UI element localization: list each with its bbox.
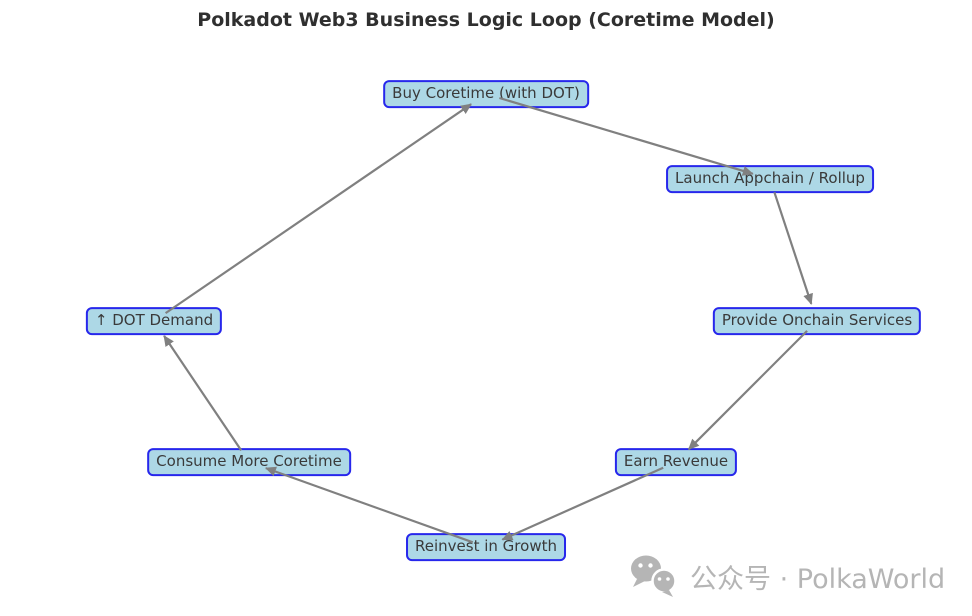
node-consume-coretime: Consume More Coretime <box>147 448 351 476</box>
edge-launch-appchain-to-provide-services <box>773 191 813 305</box>
edge-reinvest-growth-to-consume-coretime <box>264 466 474 544</box>
edge-consume-coretime-to-dot-demand <box>163 335 243 452</box>
node-dot-demand: ↑ DOT Demand <box>85 307 223 335</box>
node-provide-services: Provide Onchain Services <box>712 307 922 335</box>
edge-earn-revenue-to-reinvest-growth <box>501 466 664 541</box>
node-reinvest-growth: Reinvest in Growth <box>406 533 566 561</box>
watermark-text: 公众号 · PolkaWorld <box>690 563 946 595</box>
diagram-title: Polkadot Web3 Business Logic Loop (Coret… <box>197 9 775 31</box>
watermark: 公众号 · PolkaWorld <box>628 553 945 599</box>
edge-dot-demand-to-buy-coretime <box>164 103 472 315</box>
edge-buy-coretime-to-launch-appchain <box>499 96 754 176</box>
node-earn-revenue: Earn Revenue <box>614 448 738 476</box>
node-launch-appchain: Launch Appchain / Rollup <box>666 165 874 193</box>
wechat-icon <box>631 555 677 597</box>
node-buy-coretime: Buy Coretime (with DOT) <box>383 80 589 108</box>
edge-provide-services-to-earn-revenue <box>687 330 808 451</box>
